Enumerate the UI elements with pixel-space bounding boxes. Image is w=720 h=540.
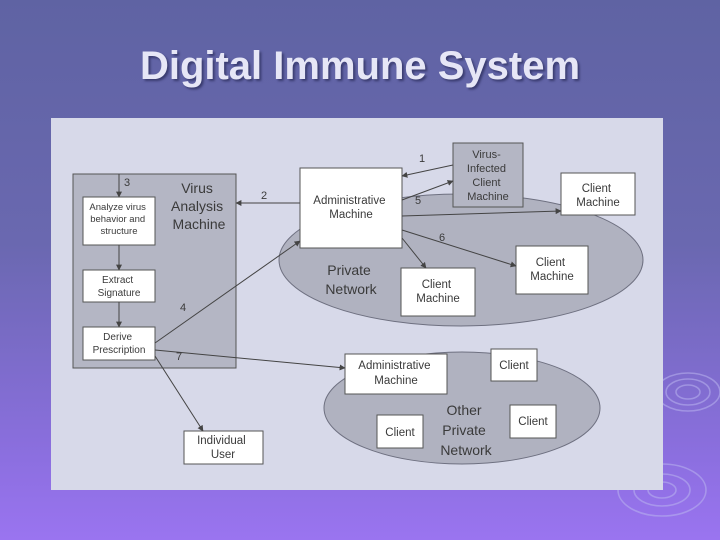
step-number-4: 4 [180, 302, 186, 314]
extract-signature-label: Extract Signature [98, 275, 141, 299]
other-client-right-label: Client [518, 416, 548, 428]
virus-infected-client [452, 142, 524, 208]
analyze-virus-box [82, 196, 156, 246]
arrow-6-mid [401, 229, 517, 268]
step-number-1: 1 [419, 153, 425, 165]
client-machine-mid-label: Client Machine [530, 257, 573, 283]
client-machine-mid [515, 245, 589, 295]
other-client-top [490, 348, 538, 382]
admin-machine-other [344, 353, 448, 395]
admin-machine-other-label: Administrative Machine [358, 360, 433, 387]
derive-prescription-label: Derive Prescription [93, 332, 146, 356]
arrow-7-network [154, 349, 346, 371]
arrow-5 [401, 180, 454, 201]
client-machine-right-label: Client Machine [576, 183, 619, 209]
virus-infected-client-label: Virus- Infected Client Machine [467, 149, 509, 203]
immune-system-diagram: Virus Analysis Machine Analyze virus beh… [51, 118, 663, 490]
individual-user [183, 430, 264, 465]
other-client-left [376, 414, 424, 449]
arrow-4 [154, 240, 301, 344]
step-number-7: 7 [176, 351, 182, 363]
client-machine-bottom-label: Client Machine [416, 279, 459, 305]
other-client-right [509, 404, 557, 439]
step-number-5: 5 [415, 195, 421, 207]
admin-machine-private-label: Administrative Machine [313, 195, 388, 221]
arrow-6-right [401, 208, 562, 217]
step-number-3: 3 [124, 177, 130, 189]
other-client-left-label: Client [385, 427, 415, 439]
step-number-6: 6 [439, 232, 445, 244]
admin-machine-private [299, 167, 403, 249]
derive-prescription-box [82, 326, 156, 361]
analyze-virus-label: Analyze virus behavior and structure [89, 202, 148, 237]
step-number-2: 2 [261, 190, 267, 202]
individual-user-label: Individual User [197, 435, 249, 461]
private-network-label: Private Network [325, 262, 377, 297]
slide-title: Digital Immune System [139, 44, 581, 88]
arrow-1 [401, 164, 454, 178]
diagram-canvas: Virus Analysis Machine Analyze virus beh… [72, 142, 644, 465]
client-machine-right [560, 172, 636, 216]
extract-signature-box [82, 269, 156, 303]
other-network-label: Other Private Network [440, 402, 492, 458]
other-client-top-label: Client [499, 360, 529, 372]
client-machine-bottom [400, 267, 476, 317]
virus-analysis-title: Virus Analysis Machine [171, 180, 227, 232]
arrow-7-user [154, 355, 204, 432]
arrow-6-bottom [401, 237, 427, 269]
